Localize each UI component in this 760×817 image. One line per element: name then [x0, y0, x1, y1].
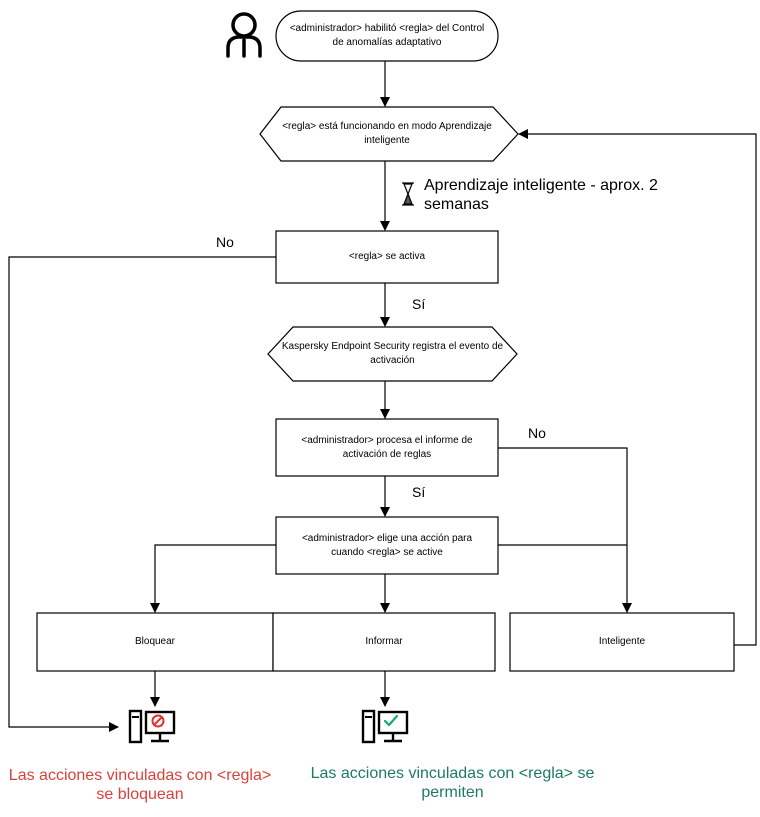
computer-blocked-icon — [128, 709, 176, 744]
learning-duration-note: Aprendizaje inteligente - aprox. 2 seman… — [424, 177, 658, 213]
inform-node: Informar — [273, 613, 495, 671]
branch-label-si-trigger: Sí — [412, 296, 426, 312]
check-badge-icon — [383, 714, 399, 727]
block-node: Bloquear — [37, 613, 273, 671]
process-report-node-shape — [275, 418, 499, 477]
smart-node-text: Inteligente — [598, 636, 646, 647]
inform-node-text: Informar — [365, 636, 403, 647]
hourglass-icon — [402, 182, 414, 206]
inform-node-shape — [272, 612, 496, 672]
user-icon — [226, 12, 262, 58]
choose-action-node-shape — [275, 516, 499, 575]
stop-badge-icon — [151, 714, 165, 728]
log-event-node-shape — [267, 326, 518, 382]
arrow-smart-loop-back — [518, 129, 757, 646]
arrow-choose-to-block — [150, 544, 276, 613]
rule-triggers-node: <regla> se activa — [276, 231, 498, 283]
rule-triggers-node-shape — [275, 230, 499, 284]
smart-node: Inteligente — [510, 613, 734, 671]
choose-action-node-text: <administrador> elige una acción para cu… — [301, 532, 473, 558]
choose-action-node: <administrador> elige una acción para cu… — [286, 517, 488, 574]
smart-mode-node: <regla> está funcionando en modo Aprendi… — [282, 107, 492, 161]
start-node: <administrador> habilitó <regla> del Con… — [286, 11, 488, 61]
computer-allowed-icon — [361, 709, 409, 744]
start-node-shape — [275, 10, 499, 62]
branch-label-si-report: Sí — [412, 484, 426, 500]
result-blocked: Las acciones vinculadas con <regla> se b… — [8, 767, 272, 803]
start-node-text: <administrador> habilitó <regla> del Con… — [289, 23, 485, 48]
block-node-text: Bloquear — [134, 636, 176, 647]
arrow-report-no-to-smart — [498, 447, 632, 613]
smart-node-shape — [509, 612, 735, 672]
result-allowed: Las acciones vinculadas con <regla> se p… — [310, 765, 595, 801]
process-report-node-text: <administrador> procesa el informe de ac… — [301, 434, 473, 460]
rule-triggers-node-text: <regla> se activa — [348, 251, 426, 262]
smart-mode-node-shape — [259, 106, 519, 162]
smart-mode-node-text: <regla> está funcionando en modo Aprendi… — [282, 121, 492, 146]
branch-label-no-report: No — [528, 425, 546, 441]
arrow-trigger-no-to-blocked — [8, 256, 276, 732]
process-report-node: <administrador> procesa el informe de ac… — [286, 419, 488, 476]
branch-label-no-trigger: No — [216, 234, 234, 250]
log-event-node: Kaspersky Endpoint Security registra el … — [280, 327, 505, 381]
log-event-node-text: Kaspersky Endpoint Security registra el … — [281, 341, 504, 366]
